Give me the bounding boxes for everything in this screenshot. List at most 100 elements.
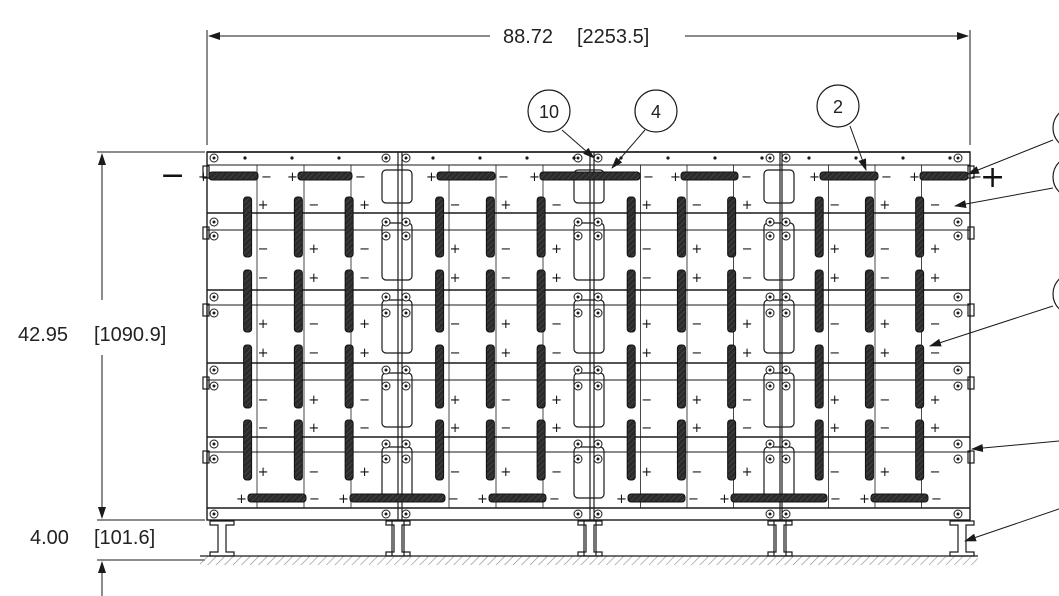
rail-bolt-center [768, 311, 772, 315]
vertical-bus-bar [435, 419, 445, 481]
callout-10: 10 [527, 89, 595, 159]
polarity-mark: − [742, 393, 753, 408]
rail-bolt-center [768, 512, 772, 516]
polarity-mark: − [829, 198, 840, 213]
rail-bolt-center [404, 512, 408, 516]
rail-dot [854, 156, 858, 160]
polarity-mark: + [308, 271, 319, 286]
polarity-mark: + [500, 317, 511, 332]
bottom-bus-bar [247, 493, 307, 503]
rail-bolt-center [956, 368, 960, 372]
rail-dot [572, 156, 576, 160]
polarity-mark: − [930, 465, 941, 480]
callout-bubble [1052, 161, 1059, 193]
polarity-mark: − [879, 421, 890, 436]
top-bus-bar [297, 171, 353, 181]
rail-bolt-center [384, 220, 388, 224]
rail-bolt-center [596, 234, 600, 238]
spacer-window [381, 169, 413, 204]
vertical-bus-bar [915, 419, 925, 481]
polarity-mark: − [359, 242, 370, 257]
rail-bolt-center [956, 220, 960, 224]
top-bus-bar [208, 171, 259, 181]
rail-bolt-center [956, 311, 960, 315]
polarity-mark: − [879, 271, 890, 286]
vertical-bus-bar [243, 344, 253, 409]
polarity-mark: − [691, 346, 702, 361]
polarity-mark: − [742, 421, 753, 436]
polarity-mark: − [359, 393, 370, 408]
rail-bolt-center [784, 295, 788, 299]
polarity-mark: + [338, 492, 349, 507]
rail-bolt-center [768, 234, 772, 238]
rail-dot [384, 156, 388, 160]
rail-bolt-center [212, 156, 216, 160]
rail-dot [431, 156, 435, 160]
polarity-mark: − [741, 170, 752, 185]
vertical-bus-bar [727, 344, 737, 409]
vertical-bus-bar [727, 196, 737, 258]
rail-bolt-center [784, 512, 788, 516]
callout-2: 2 [816, 84, 867, 171]
rack-frame [206, 151, 971, 521]
vertical-bus-bar [915, 196, 925, 258]
polarity-mark: + [258, 465, 269, 480]
i-beam-foot [385, 520, 411, 557]
vertical-bus-bar [727, 269, 737, 333]
polarity-mark: − [829, 465, 840, 480]
side-flange [967, 303, 975, 317]
spacer-window [381, 299, 413, 354]
vertical-bus-bar [915, 344, 925, 409]
polarity-mark: + [742, 317, 753, 332]
base-value: 4.00 [30, 527, 69, 549]
rail-bolt-center [784, 220, 788, 224]
vertical-bus-bar [536, 269, 546, 333]
callout-label: 2 [833, 97, 843, 117]
rail-bolt-center [768, 457, 772, 461]
polarity-mark: + [500, 465, 511, 480]
width-value: 88.72 [503, 26, 553, 48]
rail-bolt-center [404, 234, 408, 238]
vertical-bus-bar [864, 196, 874, 258]
polarity-mark: + [359, 346, 370, 361]
rail-bolt-center [576, 512, 580, 516]
polarity-mark: − [691, 317, 702, 332]
polarity-mark: − [742, 242, 753, 257]
polarity-mark: + [909, 170, 920, 185]
rail-bolt-center [576, 442, 580, 446]
width-metric-value: [2253.5] [577, 26, 649, 48]
polarity-mark: − [931, 492, 942, 507]
polarity-mark: + [426, 170, 437, 185]
rail-dot [760, 156, 764, 160]
ground-hatching [200, 556, 978, 565]
polarity-mark: + [551, 242, 562, 257]
bottom-bus-bar [730, 493, 828, 503]
rail-dot [525, 156, 529, 160]
polarity-mark: − [258, 421, 269, 436]
side-flange [967, 376, 975, 390]
rail-bolt-center [576, 368, 580, 372]
bottom-bus-bar [627, 493, 686, 503]
spacer-window [763, 222, 795, 281]
polarity-mark: − [450, 346, 461, 361]
callout-leader [971, 440, 1059, 452]
rail-bolt-center [404, 220, 408, 224]
vertical-bus-bar [676, 196, 686, 258]
rail-bolt-center [384, 457, 388, 461]
polarity-mark: + [500, 198, 511, 213]
rail-bolt-center [576, 457, 580, 461]
rail-bolt-center [384, 384, 388, 388]
polarity-mark: + [879, 198, 890, 213]
callout-leader-partial-4 [971, 440, 1059, 452]
vertical-bus-bar [727, 419, 737, 481]
rail-bolt-center [956, 234, 960, 238]
polarity-mark: + [500, 346, 511, 361]
polarity-mark: + [930, 242, 941, 257]
rail-dot [948, 156, 952, 160]
side-flange [202, 376, 210, 390]
rail-bolt-center [404, 311, 408, 315]
rail-dot [478, 156, 482, 160]
width-dimension: 88.72 [2253.5] [206, 26, 971, 145]
polarity-mark: − [549, 492, 560, 507]
rail-bolt-center [404, 368, 408, 372]
